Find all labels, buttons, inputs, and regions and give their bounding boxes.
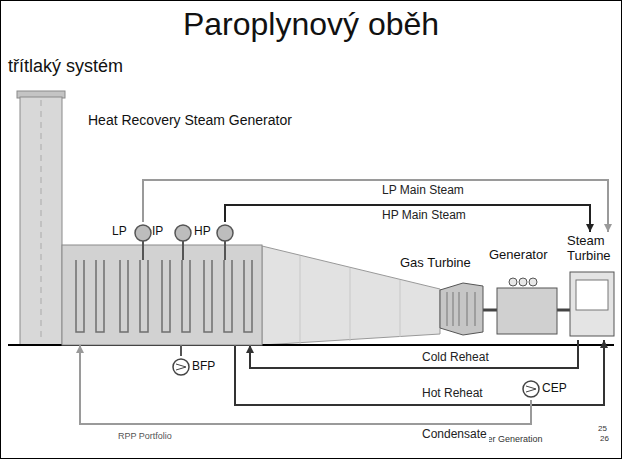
tube-bank — [76, 260, 84, 332]
node-label: Generator — [489, 248, 563, 263]
pump-arrow — [526, 386, 536, 392]
exciter-coil — [529, 278, 537, 286]
slide-title: Paroplynový oběh — [0, 6, 622, 43]
tube-bank — [120, 260, 128, 332]
pipe-line — [225, 205, 590, 232]
node-label: BFP — [192, 360, 222, 374]
pipe-connector — [181, 345, 182, 356]
page-number: 25 — [598, 424, 607, 433]
tube-bank — [162, 260, 170, 332]
pipe-line — [235, 340, 604, 405]
arrow-head — [246, 345, 254, 353]
pipe-connector — [225, 205, 594, 232]
blade-row — [453, 292, 454, 326]
node-label: IP — [152, 225, 192, 239]
pump-symbol — [523, 381, 539, 397]
pipe-connector — [246, 340, 578, 368]
steam-turbine: Steam Turbine — [564, 232, 618, 340]
steam-drum — [175, 225, 191, 241]
turbine-casing — [570, 272, 614, 336]
node-label: HP — [194, 225, 234, 239]
steam-drum — [217, 225, 233, 241]
node-label: Gas Turbine — [400, 256, 483, 271]
condenser — [576, 280, 608, 310]
condensate-pump: CEP — [520, 378, 575, 400]
duct-rib — [350, 268, 351, 341]
hp-drum: HP — [194, 222, 234, 244]
duct-rib — [300, 256, 301, 344]
tube-bank — [182, 260, 190, 332]
tube-bank — [204, 260, 212, 332]
stack-centerline — [41, 100, 42, 340]
tube-bank — [96, 260, 104, 332]
blade-row — [447, 292, 448, 326]
shaft — [557, 309, 570, 312]
duct-rib — [400, 280, 401, 337]
pipe-label: LP Main Steam — [380, 184, 466, 198]
pipe-label: Cold Reheat — [420, 351, 491, 365]
arrow-head — [604, 224, 612, 232]
feed-pump: BFP — [170, 356, 222, 378]
generator-casing — [497, 288, 557, 334]
pump-arrow — [176, 364, 186, 370]
steam-drum — [135, 225, 151, 241]
gas-turbine: Gas Turbine — [395, 256, 483, 340]
page-number: 26 — [600, 434, 609, 443]
blade-row — [459, 292, 460, 326]
arrow-head — [586, 224, 594, 232]
generator: Generator — [485, 248, 563, 340]
node-label: LP — [112, 225, 152, 239]
pump-symbol — [173, 359, 189, 375]
node-label: Heat Recovery Steam Generator — [88, 112, 302, 128]
pipe-line — [80, 345, 531, 424]
shaft — [483, 309, 497, 312]
blade-row — [467, 292, 468, 326]
arrow-head — [600, 340, 608, 348]
pipe-label: HP Main Steam — [380, 209, 468, 223]
subtitle: třítlaký systém — [8, 56, 123, 77]
tube-bank — [244, 260, 252, 332]
riser-pipe — [224, 241, 226, 260]
tube-bank — [140, 260, 148, 332]
pipe-line — [180, 345, 182, 356]
exciter-coil — [509, 278, 517, 286]
pipe-line — [250, 340, 578, 368]
pipe-connector — [76, 345, 531, 424]
pipe-label: Hot Reheat — [420, 387, 485, 401]
exhaust-stack — [20, 97, 62, 345]
exciter-coil — [519, 278, 527, 286]
lp-drum: LP — [112, 222, 152, 244]
hrsg-unit: Heat Recovery Steam GeneratorLPIPHP — [62, 110, 302, 345]
hrsg-casing — [62, 245, 262, 345]
ip-drum: IP — [152, 222, 192, 244]
riser-pipe — [142, 241, 144, 260]
pipe-connector — [143, 180, 612, 232]
arrow-head — [76, 345, 84, 353]
source-note: RPP Portfolio — [118, 431, 172, 441]
riser-pipe — [182, 241, 184, 260]
turbine-casing — [440, 283, 483, 335]
tube-bank — [224, 260, 232, 332]
pipe-label: Condensate — [420, 428, 489, 442]
pipe-line — [143, 180, 608, 232]
pipe-connector — [235, 340, 608, 405]
node-label: Steam Turbine — [567, 234, 616, 264]
node-label: CEP — [542, 382, 575, 396]
blade-row — [475, 292, 476, 326]
